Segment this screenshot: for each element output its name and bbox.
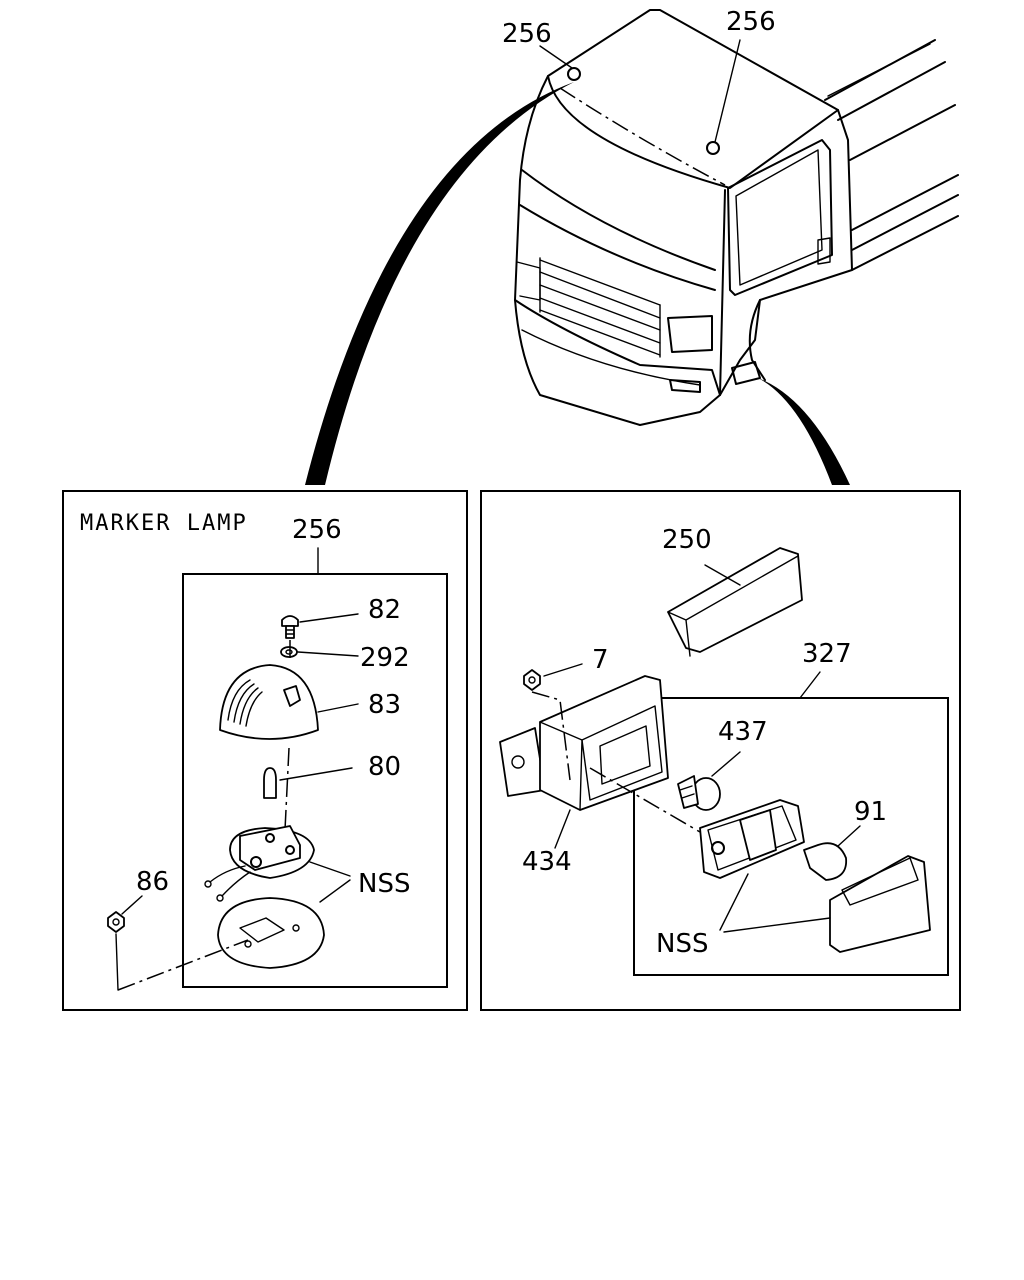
washer-part xyxy=(280,646,298,658)
side-lamp-leader-sweep xyxy=(758,378,850,485)
marker-lamp-title: MARKER LAMP xyxy=(80,511,248,536)
callout-nut: 86 xyxy=(136,867,169,897)
callout-side-nut: 7 xyxy=(592,645,609,675)
callout-side-bulb: 91 xyxy=(854,797,887,827)
lens-dome-part xyxy=(219,664,319,740)
side-lamp-panel: 250 7 434 327 437 xyxy=(480,490,961,1011)
lamp-housing-part xyxy=(699,799,805,879)
nut-part xyxy=(107,911,125,933)
callout-screw: 82 xyxy=(368,595,401,625)
callout-washer: 292 xyxy=(360,643,410,673)
bracket-part xyxy=(499,675,669,811)
callout-socket-base: NSS xyxy=(358,869,410,899)
callout-roof-left: 256 xyxy=(502,19,552,49)
side-nut-part xyxy=(523,669,541,691)
callout-lens: 83 xyxy=(368,690,401,720)
callout-side-assembly: 327 xyxy=(802,639,852,669)
callout-side-socket: 437 xyxy=(718,717,768,747)
callout-bulb: 80 xyxy=(368,752,401,782)
callout-cover: 250 xyxy=(662,525,712,555)
marker-lamp-leader-sweep xyxy=(305,82,574,485)
marker-lamp-panel: MARKER LAMP 256 82 292 83 80 xyxy=(62,490,468,1011)
roof-marker-callouts: 256 256 xyxy=(502,7,776,155)
lamp-lens-part xyxy=(829,855,931,953)
callout-bracket: 434 xyxy=(522,847,572,877)
callout-housing-lens: NSS xyxy=(656,929,708,959)
base-plate-part xyxy=(217,897,325,969)
callout-roof-center: 256 xyxy=(726,7,776,37)
screw-part xyxy=(281,615,299,639)
truck-cab-illustration xyxy=(514,9,959,426)
side-socket-part xyxy=(677,775,721,811)
socket-part xyxy=(204,825,315,902)
side-bulb-part xyxy=(803,842,848,881)
cover-part xyxy=(667,547,803,657)
callout-marker-assembly: 256 xyxy=(292,515,342,545)
bulb-part xyxy=(263,767,277,799)
